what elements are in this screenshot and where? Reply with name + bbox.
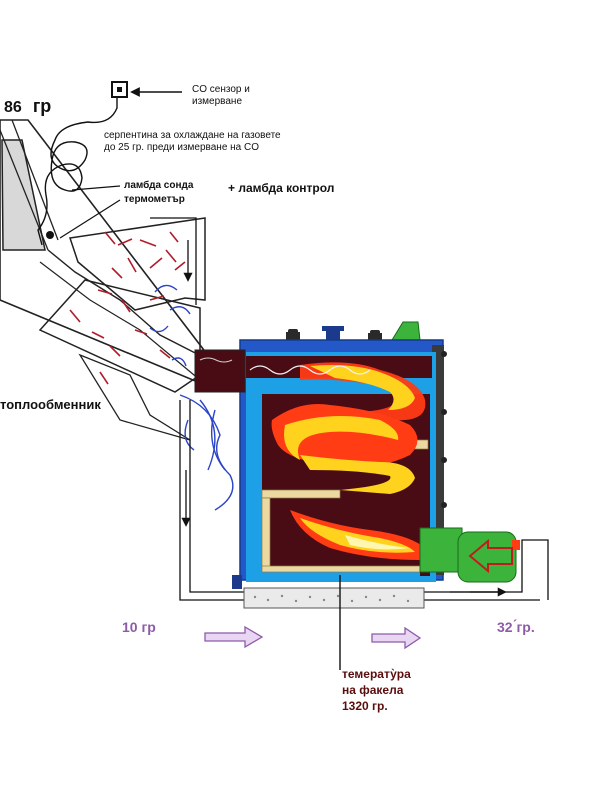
gas-flow-line [249, 365, 371, 375]
thermometer-label: термометър [124, 194, 185, 205]
burner-air-arrow [468, 538, 513, 574]
inlet-temperature-label: 10 гр [122, 619, 156, 635]
top-temperature-value: 86 [4, 99, 22, 116]
outlet-temperature-label: 32 ́гр. [497, 619, 535, 635]
water-flow-strokes [149, 284, 234, 511]
coil-label-line1: серпентина за охлаждане на газовете [104, 130, 281, 141]
lambda-probe-label: ламбда сонда [124, 180, 194, 191]
boiler [194, 321, 447, 609]
heat-exchanger-label: топлообменник [0, 397, 101, 412]
top-temperature: 86 гр [4, 96, 51, 117]
hot-gas-strokes [69, 231, 186, 385]
heat-exchanger-sketch [38, 217, 234, 511]
flame-temperature-line1: темерату̀ра [342, 667, 411, 681]
top-temperature-unit: гр [32, 96, 52, 116]
flame-temperature-line3: 1320 гр. [342, 699, 388, 713]
flow-arrow-2 [371, 626, 422, 650]
lambda-probe-pointer [71, 185, 121, 191]
lambda-probe-icon [46, 231, 54, 239]
flue-outlet [194, 349, 246, 393]
baffle-bottom [261, 565, 423, 573]
flame-temperature-label: темерату̀ра на факела 1320 гр. [342, 666, 411, 714]
co-sensor-label: CO сензор и измерване [192, 84, 250, 108]
ash-pan-texture [253, 594, 410, 603]
flue-pipe [0, 119, 211, 387]
co-sensor-label-line2: измерване [192, 96, 243, 107]
coil-label-line2: до 25 гр. преди измерване на CO [104, 142, 260, 153]
co-sensor [37, 81, 128, 246]
baffle-bottom-left [261, 497, 271, 571]
burner [419, 527, 520, 583]
flame-temperature-line2: на факела [342, 683, 404, 697]
lambda-control-label: + ламбда контрол [228, 181, 335, 195]
co-sensor-label-line1: CO сензор и [192, 84, 250, 95]
flame [271, 362, 426, 560]
baffle-lower [261, 489, 341, 499]
ash-pan [243, 587, 425, 609]
flow-arrow-1 [204, 625, 264, 649]
thermometer-pointer [59, 199, 121, 239]
coil-label: серпентина за охлаждане на газовете до 2… [104, 130, 281, 154]
